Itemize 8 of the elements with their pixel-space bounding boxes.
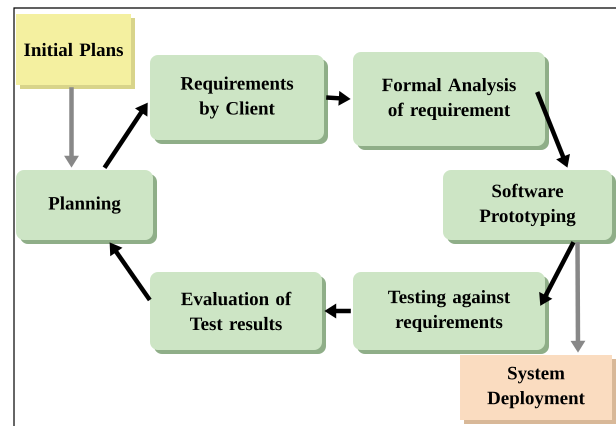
process-box: Formal Analysis of requirement: [353, 52, 550, 150]
process-box: Evaluation of Test results: [150, 272, 326, 354]
process-box: Requirements by Client: [150, 55, 328, 144]
note-box: Initial Plans: [16, 14, 135, 89]
note-box: System Deployment: [460, 355, 616, 424]
process-box: Testing against requirements: [353, 272, 550, 354]
process-box: Software Prototyping: [443, 170, 616, 244]
process-box: Planning: [16, 170, 157, 244]
